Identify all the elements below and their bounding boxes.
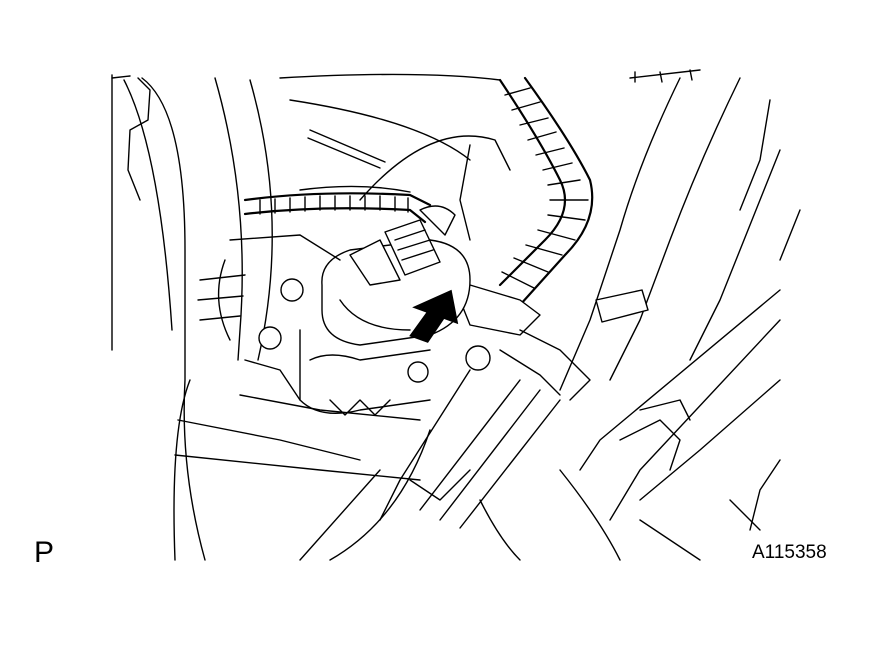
pipes-right: [499, 77, 801, 531]
corrugated-hose: [459, 76, 594, 336]
frame-left: [111, 74, 421, 561]
upper-cover: [279, 69, 701, 241]
wire-harness: [243, 185, 432, 224]
pipes-lower: [299, 369, 701, 561]
arrow-icon: [409, 289, 459, 343]
view-letter: P: [34, 536, 55, 569]
connector: [384, 219, 441, 276]
mount-bracket: [197, 234, 491, 421]
figure-number: A115358: [752, 542, 827, 563]
